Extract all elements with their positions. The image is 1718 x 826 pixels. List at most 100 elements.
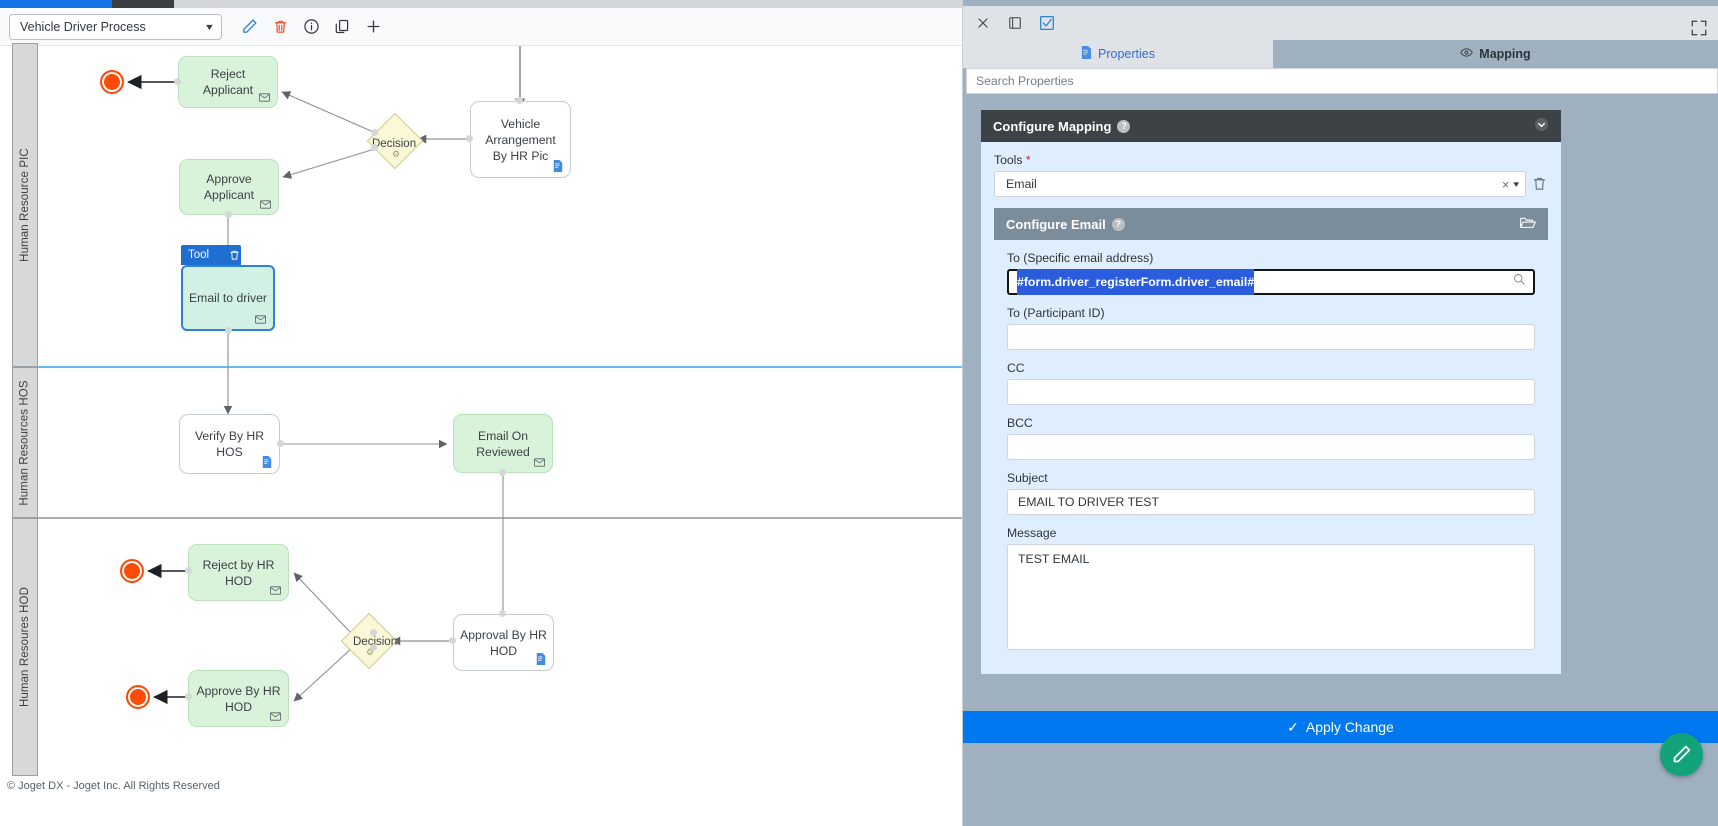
node-label: Vehicle Arrangement By HR Pic <box>485 116 556 163</box>
swimlane-header-hr-pic[interactable]: Human Resource PIC <box>12 43 38 367</box>
process-select[interactable]: Vehicle Driver Process ▼ <box>9 13 222 40</box>
node-label: Approve Applicant <box>203 172 255 202</box>
configure-email-header[interactable]: Configure Email ? <box>994 208 1548 240</box>
tab-stub-4 <box>519 0 592 8</box>
node-port[interactable] <box>371 144 378 151</box>
clear-icon[interactable]: × <box>1501 176 1510 192</box>
node-port[interactable] <box>370 629 377 636</box>
properties-body: Configure Mapping ? Tools * Email <box>963 102 1718 707</box>
to-specific-label: To (Specific email address) <box>1007 251 1154 265</box>
window-icon[interactable] <box>1005 13 1025 33</box>
swimlane-header-hr-hos[interactable]: Human Resources HOS <box>12 367 38 518</box>
bcc-input[interactable] <box>1007 434 1535 460</box>
tools-label: Tools * <box>994 153 1548 167</box>
configure-mapping-card: Configure Mapping ? Tools * Email <box>981 110 1561 674</box>
folder-open-icon[interactable] <box>1520 216 1536 233</box>
toolbar-icon-group <box>240 18 382 36</box>
node-reject-applicant[interactable]: Reject Applicant <box>178 56 278 108</box>
end-event-approve-hod[interactable] <box>126 685 150 709</box>
edit-pencil-icon[interactable] <box>240 18 258 36</box>
process-canvas[interactable]: Human Resource PIC Human Resources HOS H… <box>0 43 962 792</box>
node-port[interactable] <box>499 469 506 476</box>
end-event-reject-hod[interactable] <box>120 559 144 583</box>
help-icon[interactable]: ? <box>1111 217 1125 231</box>
gateway-label-pic: Decision <box>372 138 417 150</box>
help-icon[interactable]: ? <box>1117 119 1131 133</box>
node-port[interactable] <box>516 97 523 104</box>
process-select-value: Vehicle Driver Process <box>20 19 146 34</box>
node-email-to-driver[interactable]: Email to driver <box>181 265 275 331</box>
node-port[interactable] <box>225 211 232 218</box>
node-email-on-reviewed[interactable]: Email On Reviewed <box>453 414 553 473</box>
form-icon <box>553 160 563 172</box>
info-icon[interactable] <box>302 18 320 36</box>
required-asterisk: * <box>1025 153 1031 167</box>
tab-stub-1 <box>0 0 112 8</box>
tab-stub-5 <box>592 0 962 8</box>
node-approve-applicant[interactable]: Approve Applicant <box>179 159 279 215</box>
hash-variable-icon[interactable] <box>1513 270 1525 294</box>
copy-icon[interactable] <box>333 18 351 36</box>
subject-label: Subject <box>1007 471 1048 485</box>
envelope-icon <box>259 93 271 102</box>
tab-mapping[interactable]: Mapping <box>1273 40 1718 68</box>
tab-stub-3 <box>174 0 519 8</box>
swimlane-header-hr-hod[interactable]: Human Resoures HOD <box>12 518 38 776</box>
add-plus-icon[interactable] <box>364 18 382 36</box>
end-event-reject-applicant[interactable] <box>100 70 124 94</box>
tab-stub-2 <box>112 0 174 8</box>
gear-icon: ⚙ <box>392 149 401 159</box>
cc-input[interactable] <box>1007 379 1535 405</box>
form-icon <box>536 653 546 665</box>
checkbox-checked-icon[interactable] <box>1037 13 1057 33</box>
node-port[interactable] <box>371 129 378 136</box>
node-port[interactable] <box>185 693 192 700</box>
diagram-pane: Vehicle Driver Process ▼ <box>0 0 963 826</box>
chevron-down-icon[interactable]: ▾ <box>1513 178 1520 189</box>
delete-trash-icon[interactable] <box>271 18 289 36</box>
tool-tag-email-to-driver[interactable]: Tool <box>181 245 241 265</box>
node-verify-hr-hos[interactable]: Verify By HR HOS <box>179 414 280 474</box>
edit-fab[interactable] <box>1660 733 1703 776</box>
to-specific-email-input[interactable]: #form.driver_registerForm.driver_email# <box>1007 269 1535 295</box>
close-icon[interactable] <box>973 13 993 33</box>
configure-email-body: To (Specific email address) #form.driver… <box>994 240 1548 662</box>
node-vehicle-arrangement[interactable]: Vehicle Arrangement By HR Pic <box>470 101 571 178</box>
node-approval-by-hr-hod[interactable]: Approval By HR HOD <box>453 614 554 671</box>
subject-input[interactable]: EMAIL TO DRIVER TEST <box>1007 489 1535 515</box>
node-port[interactable] <box>277 440 284 447</box>
to-participant-input[interactable] <box>1007 324 1535 350</box>
tools-label-text: Tools <box>994 153 1023 167</box>
apply-change-button[interactable]: ✓ Apply Change <box>963 711 1718 743</box>
collapse-chevron-icon[interactable] <box>1534 117 1549 135</box>
node-port[interactable] <box>466 135 473 142</box>
node-reject-by-hr-hod[interactable]: Reject by HR HOD <box>188 544 289 601</box>
node-port[interactable] <box>499 610 506 617</box>
tab-properties[interactable]: Properties <box>963 40 1273 68</box>
diagram-toolbar: Vehicle Driver Process ▼ <box>0 8 962 46</box>
envelope-icon <box>534 458 546 467</box>
delete-trash-icon[interactable] <box>229 249 240 261</box>
chevron-down-icon: ▼ <box>203 21 216 32</box>
tools-select[interactable]: Email × ▾ <box>994 171 1526 197</box>
expand-icon[interactable] <box>1690 19 1708 37</box>
node-port[interactable] <box>449 637 456 644</box>
node-label: Reject Applicant <box>202 67 254 97</box>
message-textarea[interactable]: TEST EMAIL <box>1007 544 1535 650</box>
configure-mapping-header[interactable]: Configure Mapping ? <box>981 110 1561 142</box>
swimlane-label-2: Human Resoures HOD <box>19 586 32 708</box>
delete-mapping-icon[interactable] <box>1532 175 1548 193</box>
search-properties-input[interactable]: Search Properties <box>966 68 1718 94</box>
envelope-icon <box>260 200 272 209</box>
message-label: Message <box>1007 526 1057 540</box>
configure-email-title: Configure Email <box>1006 216 1106 232</box>
node-port[interactable] <box>225 327 232 334</box>
node-approve-by-hr-hod[interactable]: Approve By HR HOD <box>188 670 289 727</box>
gear-icon: ⚙ <box>366 647 375 657</box>
node-port[interactable] <box>174 78 181 85</box>
tab-mapping-label: Mapping <box>1479 47 1531 61</box>
apply-change-label: Apply Change <box>1305 719 1394 735</box>
window-tab-stubs <box>0 0 962 8</box>
node-port[interactable] <box>185 567 192 574</box>
node-port[interactable] <box>370 644 377 651</box>
